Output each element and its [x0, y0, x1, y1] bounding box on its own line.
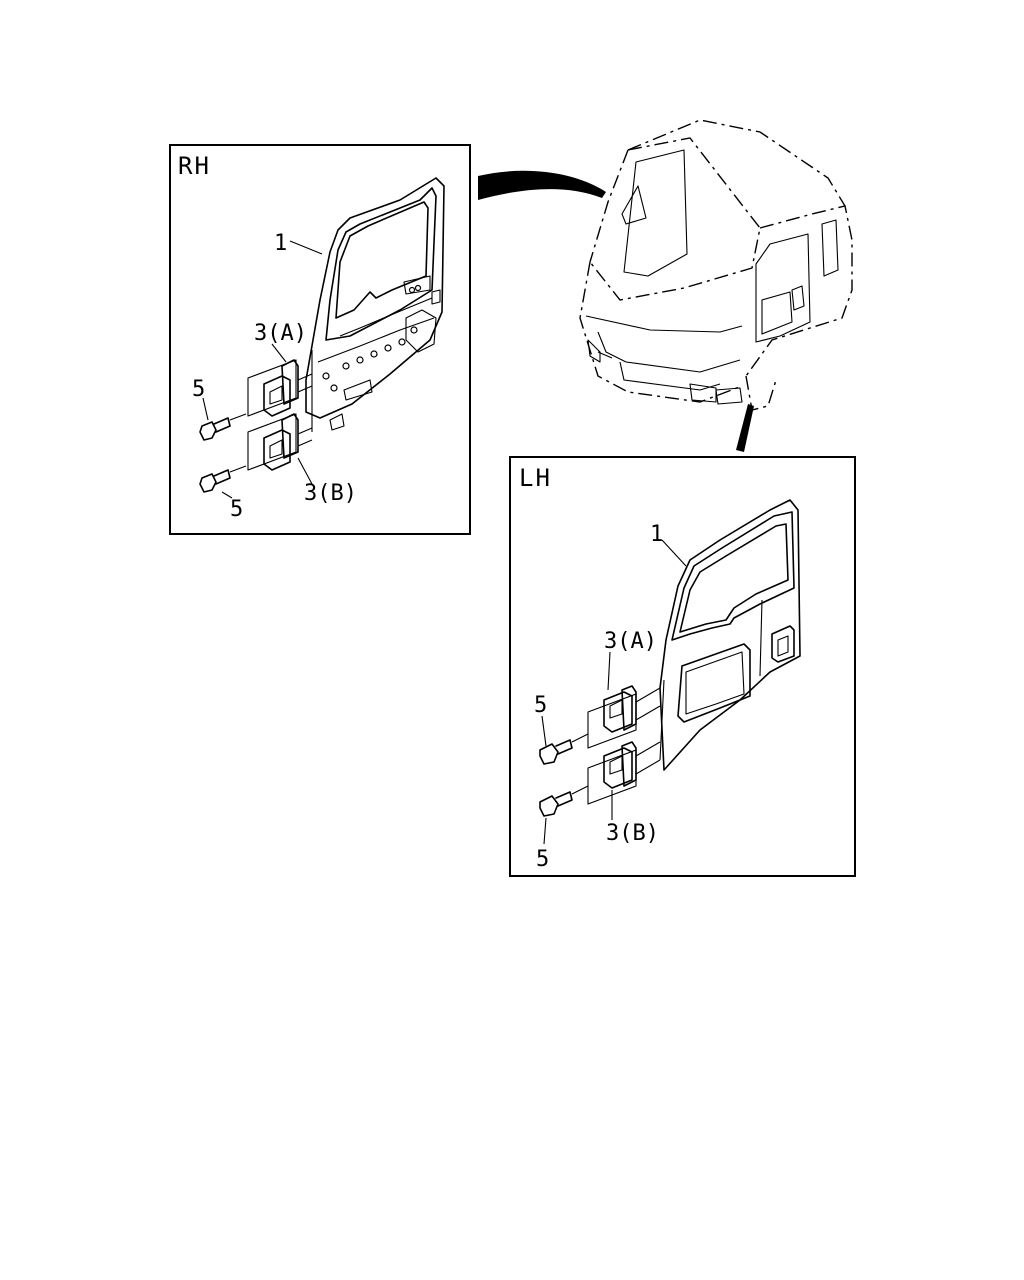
rh-callout-hinge-upper: 3(A) — [254, 321, 307, 346]
lh-bolt-lower — [539, 785, 589, 817]
lh-callout-door: 1 — [650, 522, 663, 547]
rh-callout-door: 1 — [274, 231, 287, 256]
lh-panel-frame — [509, 456, 856, 877]
lh-callout-bolt-upper: 5 — [534, 693, 547, 718]
lh-panel: LH — [509, 456, 856, 877]
rh-leader-lines — [202, 240, 323, 499]
lh-hinge-lower — [587, 741, 661, 805]
rh-panel-frame — [169, 144, 471, 535]
rh-panel-title: RH — [178, 152, 211, 180]
rh-door — [305, 177, 445, 432]
rh-hinge-lower — [247, 413, 313, 471]
lh-leader-lines — [541, 539, 687, 845]
lh-callout-hinge-lower: 3(B) — [606, 821, 659, 846]
lh-callout-bolt-lower: 5 — [536, 847, 549, 872]
lh-door — [659, 499, 801, 771]
rh-bolt-lower — [199, 465, 247, 493]
pointer-arrow-icon — [736, 404, 754, 452]
truck-cab-illustration — [579, 119, 853, 411]
rh-hinge-upper — [247, 359, 313, 417]
rh-bolt-upper — [199, 413, 247, 441]
lh-callout-hinge-upper: 3(A) — [604, 629, 657, 654]
rh-callout-bolt-lower: 5 — [230, 497, 243, 522]
lh-panel-title: LH — [519, 464, 552, 492]
rh-panel: RH — [169, 144, 471, 535]
lh-bolt-upper — [539, 733, 589, 765]
rh-callout-hinge-lower: 3(B) — [304, 481, 357, 506]
lh-hinge-upper — [587, 685, 661, 749]
rh-callout-bolt-upper: 5 — [192, 377, 205, 402]
curved-arrow-icon — [478, 170, 606, 200]
